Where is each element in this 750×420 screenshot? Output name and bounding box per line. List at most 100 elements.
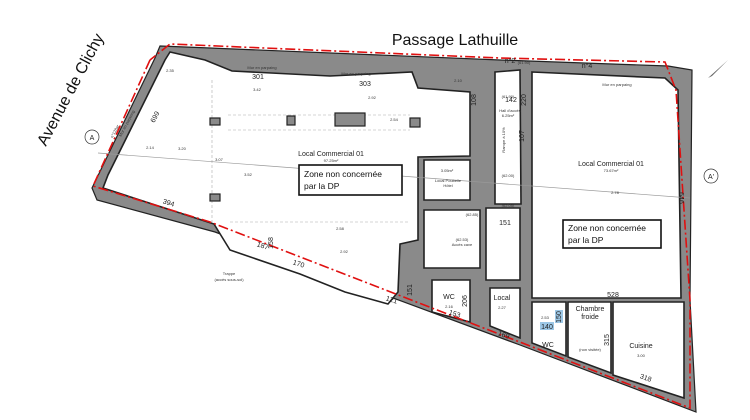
note-mur-parpaing: Mur en parpaing (341, 71, 370, 76)
dimension-label: 121 (385, 296, 398, 306)
height-label: 2.14 (146, 145, 155, 150)
note-mur-parpaing: Mur en parpaing (602, 82, 631, 87)
dimension-label: 220 (521, 94, 528, 106)
highlight-150 (555, 310, 563, 323)
height-label: 3.20 (178, 146, 187, 151)
dimension-label: 170 (292, 260, 305, 270)
room-stair (423, 209, 481, 269)
dimension-label: 158 (268, 237, 275, 249)
level-label: (62.53) (456, 237, 469, 242)
level-label: (61.90) (502, 94, 515, 99)
height-label: 3.07 (215, 157, 224, 162)
dimension-label: 169 (497, 330, 510, 341)
section-marker-a-prime-label: A' (708, 174, 714, 181)
height-label: 3.42 (253, 87, 262, 92)
room-local-commercial-right (531, 71, 682, 299)
note-mur-parpaing: Mur en parpaing (247, 65, 276, 70)
north-arrow-icon (708, 60, 728, 78)
dimension-label: 318 (639, 373, 652, 384)
level-label: (62.05) (502, 203, 515, 208)
area-local-commercial-left: 97.25m² (324, 158, 339, 163)
label-wc-2: WC (542, 342, 554, 349)
ceiling-heights: 2.35 3.42 2.92 2.54 2.14 3.20 3.07 3.52 … (146, 68, 620, 320)
section-marker-a (84, 129, 100, 145)
height-label: 2.92 (368, 95, 377, 100)
street-passage-lathuille: Passage Lathuille (392, 32, 518, 49)
dimension-label: 140 (541, 324, 553, 331)
dimension-label: 187 (256, 242, 269, 252)
room-acces-cave (485, 207, 521, 281)
levels: (61.90) (62.00) (62.05) (62.85) (62.53) (456, 94, 515, 242)
height-local: 2.27 (498, 305, 507, 310)
dimension-label: 151 (407, 284, 414, 296)
property-line (91, 43, 691, 410)
label-trappe: Trappe (223, 271, 236, 276)
label-trappe-sub: (accès sous-sol) (214, 277, 244, 282)
dimension-label: 301 (252, 74, 264, 81)
zone-note-1-line2: par la DP (304, 181, 340, 191)
area-poubelle: 3.05m² (441, 168, 454, 173)
label-rampe: Rampe à 10% (501, 127, 506, 153)
dimension-label: 303 (359, 81, 371, 88)
level-label: (62.00) (502, 173, 515, 178)
height-label: 3.52 (244, 172, 253, 177)
height-label: 2.58 (336, 226, 345, 231)
height-wc-1: 2.16 (445, 304, 454, 309)
address-n2: n°2 (505, 57, 516, 65)
level-n2: (61.90) (518, 60, 531, 65)
pillar (209, 117, 221, 126)
room-chambre-froide (567, 301, 612, 375)
label-local: Local (494, 295, 511, 302)
section-marker-a-prime (703, 168, 719, 184)
height-label: 2.54 (390, 117, 399, 122)
area-hall-acces: 6.25m² (502, 113, 515, 118)
label-acces-cave: Accès cave (452, 242, 473, 247)
address-n4: n°4 (582, 62, 593, 70)
height-label: 2.10 (454, 78, 463, 83)
zone-note-2-line2: par la DP (568, 235, 604, 245)
level-label: (62.85) (466, 212, 479, 217)
section-marker-a-label: A (90, 135, 95, 142)
label-local-commercial-right: Local Commercial 01 (578, 161, 644, 168)
dimension-label: 528 (607, 292, 619, 299)
room-cuisine (612, 301, 685, 400)
area-local-commercial-right: 73.67m² (604, 168, 619, 173)
label-non-visitee: (non visitée) (579, 347, 601, 352)
height-label: 2.35 (166, 68, 175, 73)
label-wc-1: WC (443, 294, 455, 301)
dimension-label: 107 (519, 130, 526, 142)
height-label: 2.53 (541, 315, 550, 320)
room-hall-acces (494, 69, 522, 205)
dimension-label: 142 (505, 97, 517, 104)
dimension-label: 315 (604, 334, 611, 346)
zone-note-1-line1: Zone non concernée (304, 169, 382, 179)
label-poubelle-2: Hôtel (443, 183, 452, 188)
label-poubelle-1: Local Poubelle (435, 178, 462, 183)
pillar (209, 193, 221, 202)
dimension-label: 206 (462, 295, 469, 307)
pillar (286, 115, 296, 126)
height-cuisine: 3.00 (637, 353, 646, 358)
dimension-label: 108 (471, 94, 478, 106)
zone-note-box-1 (298, 164, 403, 196)
dimension-label: 394 (162, 199, 175, 209)
dimension-label: 151 (499, 220, 511, 227)
address-n128: n°128ar (109, 123, 120, 138)
label-hall-acces: Hall d'accès (499, 108, 520, 113)
highlight-140 (540, 322, 554, 330)
label-chambre: Chambre (576, 306, 605, 313)
room-local (489, 287, 521, 340)
dimension-label: 153 (448, 310, 461, 320)
dimension-label: 646 (677, 192, 684, 204)
height-label: 2.78 (611, 190, 620, 195)
height-label: 2.92 (340, 249, 349, 254)
room-local-poubelle (423, 159, 471, 201)
label-local-commercial-left: Local Commercial 01 (298, 151, 364, 158)
zone-note-box-2 (562, 219, 662, 249)
street-avenue-de-clichy: Avenue de Clichy (34, 31, 107, 149)
label-froide: froide (581, 314, 599, 321)
dimensions: 301 303 108 142 220 107 699 394 151 158 … (150, 74, 684, 384)
pillar (334, 112, 366, 127)
zone-note-2-line1: Zone non concernée (568, 223, 646, 233)
